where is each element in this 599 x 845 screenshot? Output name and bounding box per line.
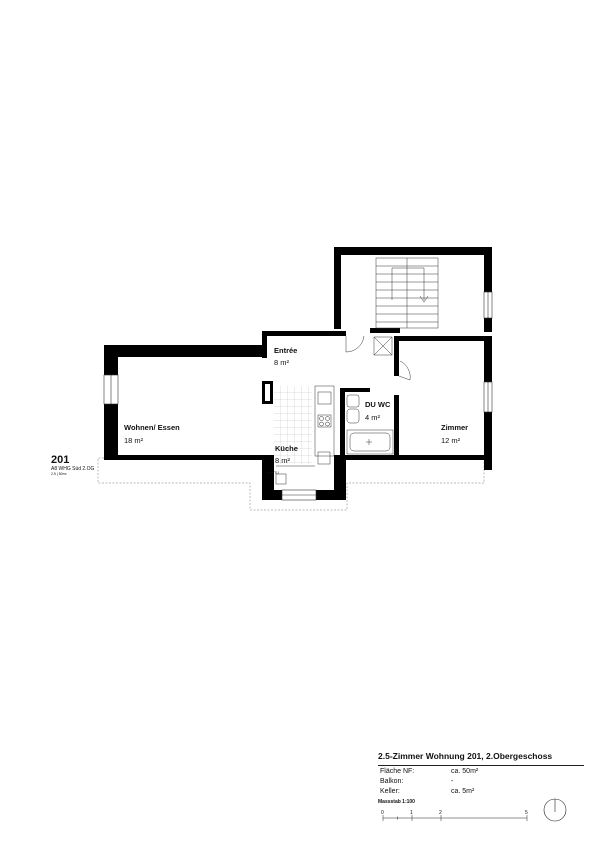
info-label: Fläche NF: [380, 768, 415, 775]
entrance-door [345, 335, 411, 381]
bathroom-fixtures [346, 394, 394, 455]
info-row: Keller: ca. 5m² [378, 788, 588, 798]
room-name-kueche: Küche [275, 444, 298, 453]
info-row: Fläche NF: ca. 50m² [378, 768, 588, 778]
scale-tick-label: 1 [410, 810, 413, 816]
scale-tick-label: 5 [525, 810, 528, 816]
info-value: - [451, 778, 454, 785]
kitchen-tile-floor [274, 386, 312, 464]
unit-subtitle: A8 WHG Süd 2.OG [51, 466, 95, 472]
kitchen-counter [275, 385, 335, 485]
windows [103, 291, 493, 501]
room-name-entree: Entrée [274, 346, 298, 355]
room-area-duwc: 4 m² [365, 413, 380, 422]
room-area-kueche: 8 m² [275, 456, 290, 465]
room-area-entree: 8 m² [274, 358, 289, 367]
room-name-duwc: DU WC [365, 400, 391, 409]
scale-tick-label: 2 [439, 810, 442, 816]
scale-tick-label: 0 [381, 810, 384, 816]
appliance-label: WM/TU [267, 471, 279, 475]
room-name-wohnen: Wohnen/ Essen [124, 423, 180, 432]
north-arrow-icon [543, 798, 567, 822]
info-value: ca. 50m² [451, 768, 479, 775]
info-block: 2.5-Zimmer Wohnung 201, 2.Obergeschoss F… [378, 751, 588, 798]
room-name-zimmer: Zimmer [441, 423, 469, 432]
info-label: Balkon: [380, 778, 404, 785]
staircase [375, 257, 439, 329]
info-label: Keller: [380, 788, 400, 795]
info-value: ca. 5m² [451, 788, 475, 795]
facade-dashed-outline [97, 457, 490, 511]
room-area-zimmer: 12 m² [441, 436, 461, 445]
walls [104, 247, 492, 500]
unit-subtitle-2: 2.5 | 50m² [51, 472, 67, 476]
duct-opening [265, 384, 270, 401]
scale-title: Massstab 1:100 [378, 799, 415, 805]
scale-bar [382, 815, 528, 821]
info-divider [378, 765, 584, 766]
info-title: 2.5-Zimmer Wohnung 201, 2.Obergeschoss [378, 751, 553, 761]
room-area-wohnen: 18 m² [124, 436, 144, 445]
info-row: Balkon: - [378, 778, 588, 788]
unit-number: 201 [51, 454, 70, 466]
